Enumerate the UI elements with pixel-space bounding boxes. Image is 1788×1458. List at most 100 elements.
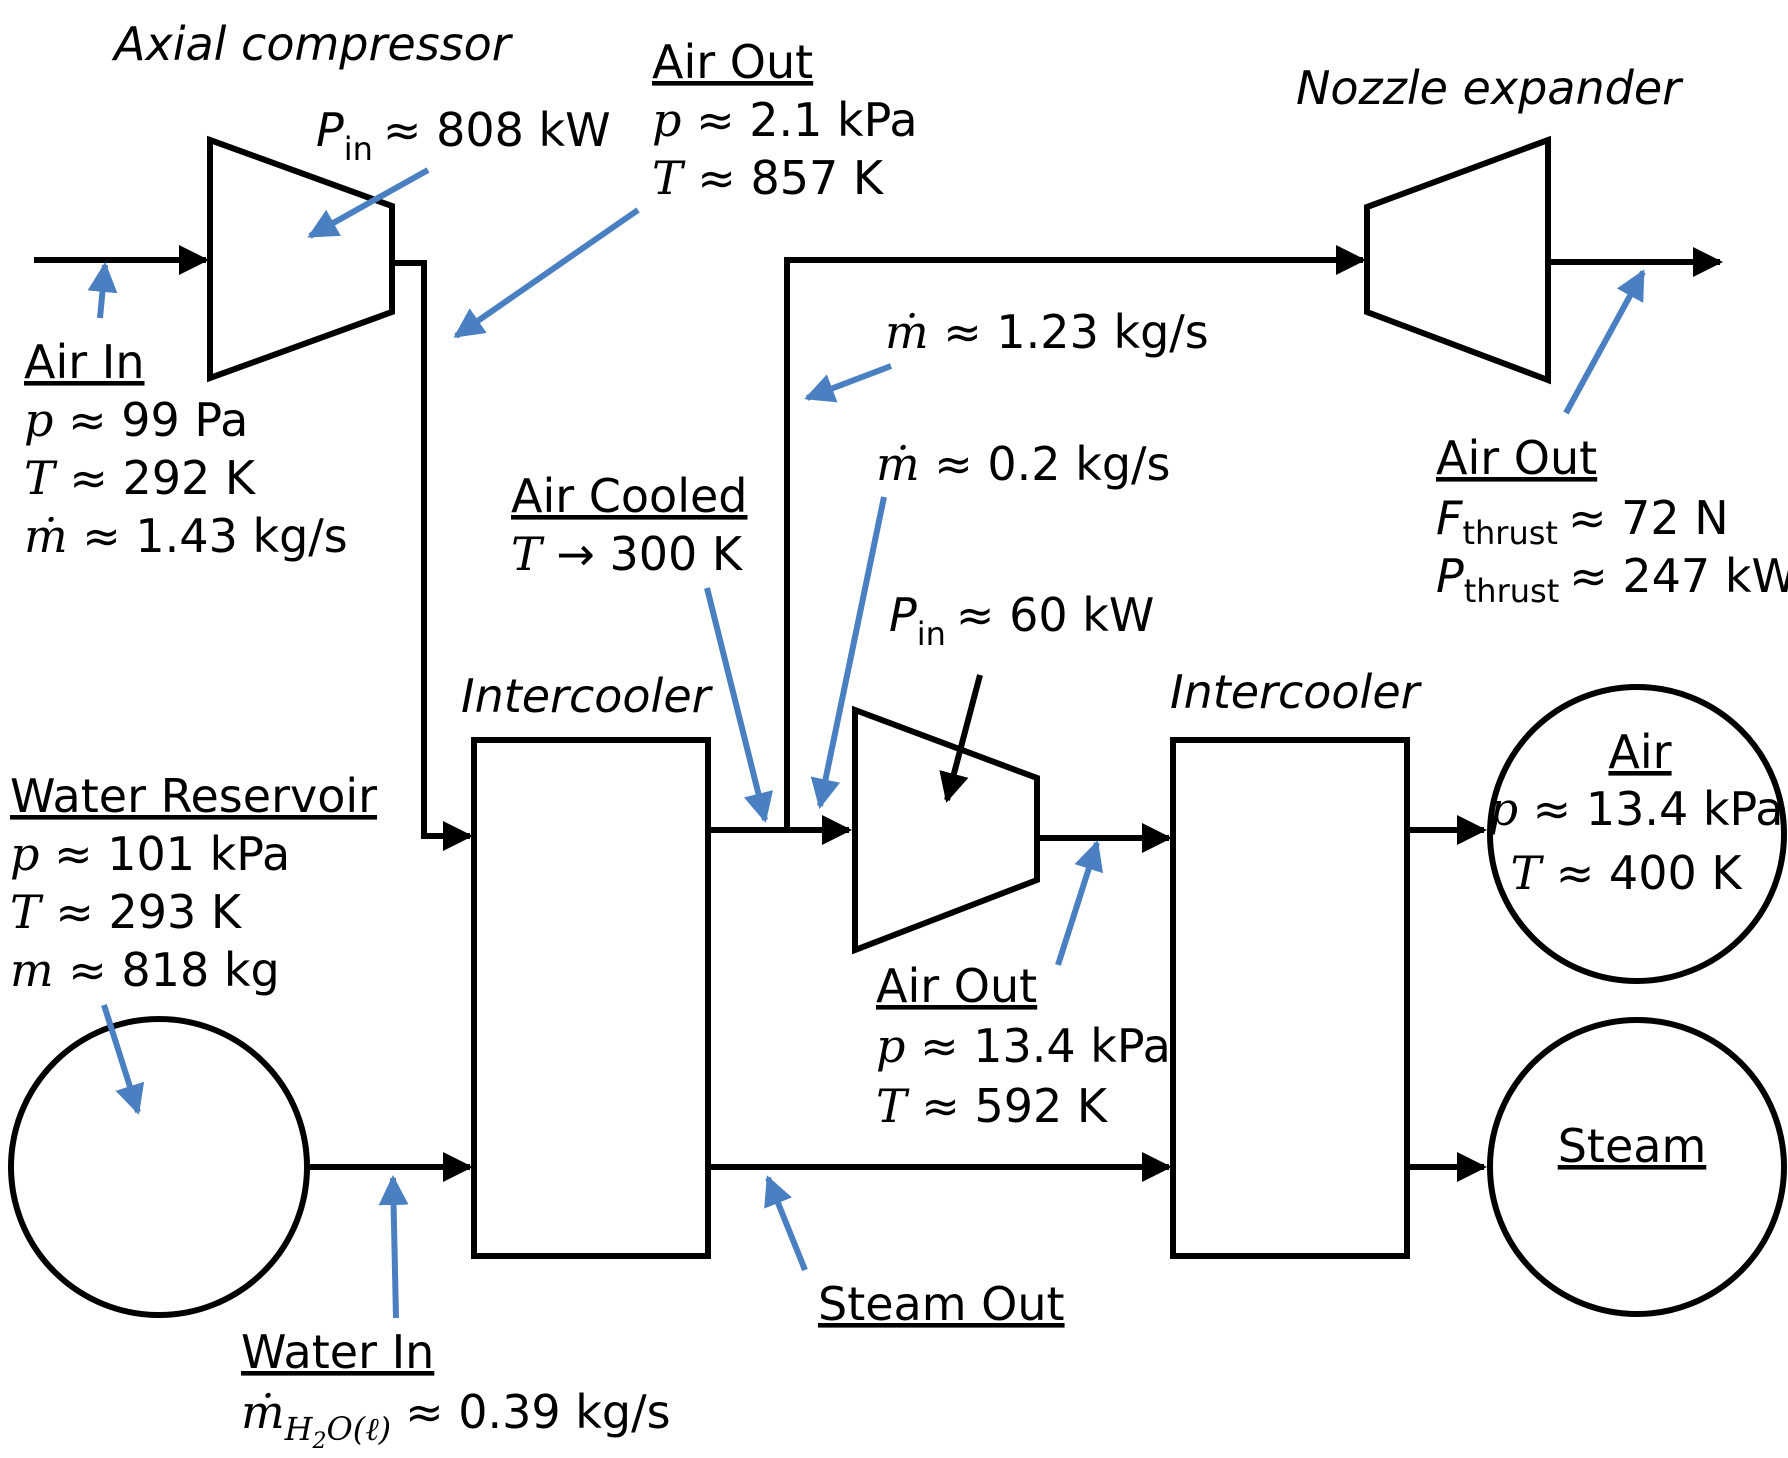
reservoir-m-value: ≈ 818 kg (68, 943, 279, 997)
compressor2-power-label: Pin ≈ 60 kW (889, 588, 1154, 653)
power-input-arrow-compressor2 (939, 674, 983, 803)
compressor-out-T-value: ≈ 857 K (697, 151, 885, 205)
second-compressor-shape (852, 705, 1040, 955)
air-in-mass-flow: ṁ ≈ 1.43 kg/s (24, 509, 348, 563)
symbol-p: p (1489, 782, 1518, 836)
symbol-mdot: ṁ (24, 509, 68, 563)
pointer-reservoir (101, 1004, 145, 1115)
reservoir-T-value: ≈ 293 K (55, 885, 243, 939)
nozzle-thrust-power: Pthrust ≈ 247 kW (1436, 549, 1788, 610)
nozzle-expander-title: Nozzle expander (1296, 61, 1684, 115)
symbol-T: T (1510, 846, 1544, 900)
compressor-out-pressure: p ≈ 2.1 kPa (652, 93, 918, 147)
water-reservoir-title: Water Reservoir (10, 769, 377, 823)
steam-tank-title: Steam (1558, 1119, 1707, 1173)
compressor-out-title: Air Out (652, 35, 813, 89)
nozzle-expander-shape (1364, 135, 1551, 385)
flow-lines (34, 245, 1723, 1182)
symbol-p: p (876, 1019, 905, 1073)
water-reservoir-tank (8, 1016, 310, 1318)
pointer-compressor-out (453, 207, 640, 339)
pointer-compressor2-out (1055, 840, 1104, 966)
pointer-bypass-flow (804, 363, 893, 403)
force-symbol: F (1436, 491, 1463, 545)
air-in-temperature: T ≈ 292 K (24, 451, 257, 505)
compressor2-out-p-value: ≈ 13.4 kPa (920, 1019, 1171, 1073)
force-subscript: thrust (1462, 514, 1557, 552)
steam-out-title: Steam Out (818, 1277, 1065, 1331)
compressor-power-label: Pin ≈ 808 kW (316, 103, 611, 168)
water-in-title: Water In (241, 1325, 434, 1379)
nozzle-thrust-force: Fthrust ≈ 72 N (1436, 491, 1729, 552)
bypass-flow-label: ṁ ≈ 1.23 kg/s (885, 305, 1209, 359)
nozzle-out-title: Air Out (1436, 431, 1597, 485)
air-cooled-title: Air Cooled (511, 469, 747, 523)
compressor-power-value: ≈ 808 kW (383, 103, 611, 157)
symbol-m: m (10, 943, 54, 997)
compressor2-power-value: ≈ 60 kW (956, 588, 1154, 642)
symbol-T: T (652, 151, 686, 205)
pointer-nozzle-out (1563, 269, 1646, 415)
power-subscript: in (917, 615, 946, 653)
thrust-force-value: ≈ 72 N (1568, 491, 1729, 545)
compressor2-out-temperature: T ≈ 592 K (876, 1079, 1109, 1133)
thrust-power-value: ≈ 247 kW (1569, 549, 1788, 603)
reservoir-temperature: T ≈ 293 K (10, 885, 243, 939)
pointer-water-in (378, 1175, 409, 1319)
symbol-T: T (511, 527, 545, 581)
air-in-p-value: ≈ 99 Pa (68, 393, 248, 447)
power-subscript: in (344, 130, 373, 168)
air-tank-temperature: T ≈ 400 K (1510, 846, 1743, 900)
air-in-mdot-value: ≈ 1.43 kg/s (82, 509, 348, 563)
symbol-T: T (24, 451, 58, 505)
water-in-mass-flow: ṁH2O(ℓ)≈ 0.39 kg/s (241, 1385, 671, 1454)
intercooler-1-title: Intercooler (461, 669, 714, 723)
compressor-out-p-value: ≈ 2.1 kPa (696, 93, 917, 147)
branch-flow-label: ṁ ≈ 0.2 kg/s (876, 437, 1171, 491)
symbol-mdot: ṁ (876, 437, 920, 491)
symbol-T: T (876, 1079, 910, 1133)
air-cooled-temperature: T → 300 K (511, 527, 744, 581)
air-tank-title: Air (1608, 725, 1671, 779)
compressor2-out-T-value: ≈ 592 K (921, 1079, 1109, 1133)
symbol-p: p (24, 393, 53, 447)
water-in-mdot-value: ≈ 0.39 kg/s (405, 1385, 671, 1439)
pointer-air-in (87, 262, 118, 319)
water-subscript-2: 2 (312, 1429, 327, 1454)
pointer-steam-out (764, 1175, 808, 1272)
air-cooled-T-value: → 300 K (556, 527, 744, 581)
reservoir-mass: m ≈ 818 kg (10, 943, 280, 997)
power-symbol: P (889, 588, 917, 642)
symbol-mdot: ṁ (241, 1385, 285, 1439)
air-in-pressure: p ≈ 99 Pa (24, 393, 248, 447)
branch-flow-value: ≈ 0.2 kg/s (934, 437, 1170, 491)
reservoir-pressure: p ≈ 101 kPa (10, 827, 290, 881)
power-symbol: P (316, 103, 344, 157)
symbol-p: p (10, 827, 39, 881)
power-subscript: thrust (1464, 572, 1559, 610)
compressor2-out-pressure: p ≈ 13.4 kPa (876, 1019, 1171, 1073)
axial-compressor-shape (207, 135, 395, 383)
air-in-T-value: ≈ 292 K (69, 451, 257, 505)
power-symbol: P (1436, 549, 1464, 603)
compressor-out-temperature: T ≈ 857 K (652, 151, 885, 205)
air-tank (1487, 684, 1787, 984)
pointer-branch-flow (810, 496, 887, 809)
symbol-mdot: ṁ (885, 305, 929, 359)
pointer-arrows (87, 167, 1646, 1319)
air-tank-pressure: p ≈ 13.4 kPa (1489, 782, 1784, 836)
pointer-air-cooled (704, 587, 774, 823)
intercooler-1-box (471, 737, 711, 1259)
air-tank-T-value: ≈ 400 K (1556, 846, 1744, 900)
flow-bypass-to-nozzle (784, 245, 1366, 830)
symbol-p: p (652, 93, 681, 147)
intercooler-2-box (1170, 737, 1410, 1259)
water-subscript-o: O(ℓ) (327, 1410, 392, 1448)
bypass-flow-value: ≈ 1.23 kg/s (943, 305, 1209, 359)
intercooler-2-title: Intercooler (1170, 665, 1423, 719)
air-tank-p-value: ≈ 13.4 kPa (1533, 782, 1784, 836)
steam-tank (1487, 1017, 1787, 1317)
flow-compressor-to-intercooler (392, 260, 473, 851)
symbol-T: T (10, 885, 44, 939)
